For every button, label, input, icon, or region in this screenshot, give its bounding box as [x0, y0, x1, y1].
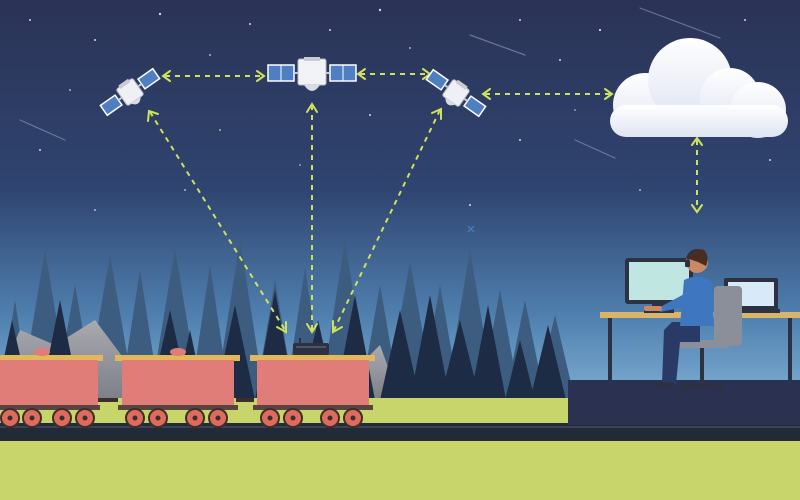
shooting-stars	[19, 7, 721, 159]
satellite-left-icon	[99, 67, 161, 117]
link-satright-train	[333, 109, 441, 331]
rail-track	[0, 423, 800, 441]
stars	[29, 8, 771, 211]
cloud-icon	[610, 38, 788, 138]
operator-person	[644, 249, 714, 388]
communication-links	[149, 73, 698, 331]
wagon-2	[115, 348, 240, 410]
office-chair	[670, 286, 742, 393]
train	[0, 338, 375, 428]
satellite-center-icon	[267, 57, 357, 91]
gps-tracker-device	[293, 338, 329, 355]
satellite-right-icon	[425, 68, 487, 118]
wagon-1	[0, 348, 103, 410]
link-arrowheads	[147, 68, 703, 334]
wagon-3	[250, 355, 375, 410]
grass-ground	[0, 441, 800, 500]
link-satleft-train	[149, 111, 286, 331]
sparkle-mark	[467, 225, 475, 233]
monitor-icon	[625, 258, 693, 313]
